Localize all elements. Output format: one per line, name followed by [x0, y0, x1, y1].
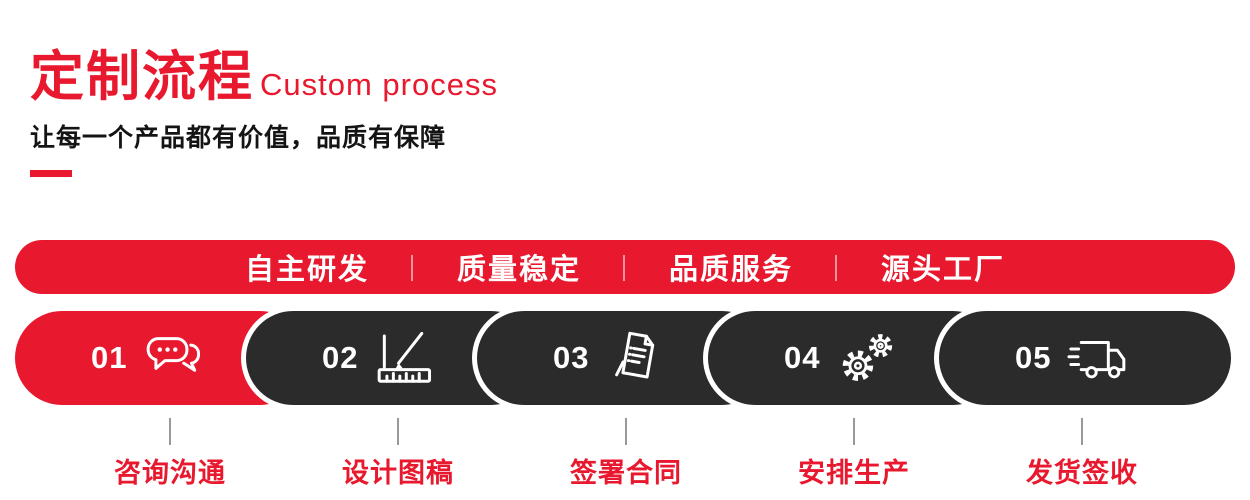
ruler-pencil-icon: [374, 327, 436, 389]
banner-separator: ｜: [823, 253, 852, 284]
connector-line: [397, 418, 399, 445]
banner-item-quality: 质量稳定: [456, 254, 581, 286]
section-header: 定制流程 Custom process 让每一个产品都有价值，品质有保障: [30, 50, 498, 177]
connector-line: [169, 418, 171, 445]
page-title: 定制流程 Custom process: [30, 50, 498, 104]
step-number: 03: [553, 340, 590, 375]
banner-item-rd: 自主研发: [244, 254, 369, 286]
step-label-production: 安排生产: [798, 458, 910, 488]
accent-dash: [30, 170, 72, 177]
delivery-truck-icon: [1067, 327, 1129, 389]
chat-bubbles-icon: [143, 327, 205, 389]
step-label-contract: 签署合同: [570, 458, 682, 488]
banner-separator: ｜: [398, 253, 427, 284]
connector-line: [1081, 418, 1083, 445]
step-label-delivery: 发货签收: [1026, 458, 1138, 488]
title-english: Custom process: [260, 67, 498, 102]
step-label-design: 设计图稿: [342, 458, 454, 488]
subtitle-text: 让每一个产品都有价值，品质有保障: [30, 124, 447, 152]
banner-item-service: 品质服务: [669, 254, 794, 286]
step-pill-delivery: 05: [939, 311, 1231, 405]
step-number: 02: [322, 340, 359, 375]
step-number: 01: [91, 340, 128, 375]
gears-icon: [836, 327, 898, 389]
title-chinese: 定制流程: [30, 47, 254, 107]
step-label-consult: 咨询沟通: [114, 458, 226, 488]
connector-line: [853, 418, 855, 445]
process-steps: 01 02: [0, 311, 1250, 405]
step-number: 05: [1015, 340, 1052, 375]
step-number: 04: [784, 340, 821, 375]
features-banner: 自主研发 ｜ 质量稳定 ｜ 品质服务 ｜ 源头工厂: [15, 240, 1235, 294]
banner-separator: ｜: [610, 253, 639, 284]
connector-line: [625, 418, 627, 445]
contract-document-icon: [605, 327, 667, 389]
banner-item-factory: 源头工厂: [881, 254, 1006, 286]
